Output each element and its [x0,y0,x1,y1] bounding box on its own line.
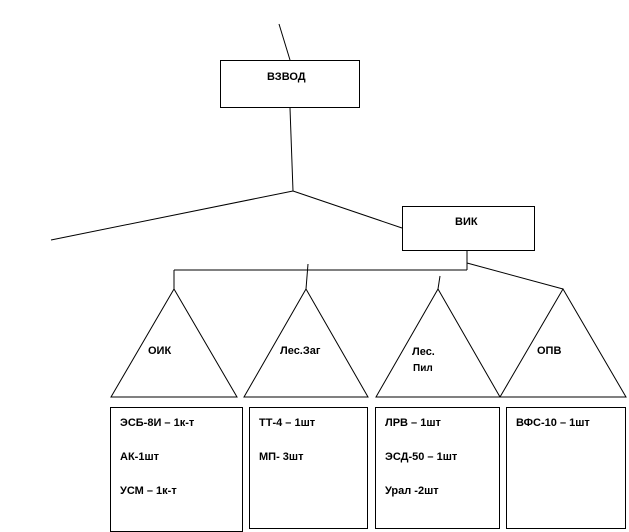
equipment-box-les-zag: ТТ-4 – 1шт МП- 3шт [249,407,368,529]
triangle-label-opv: ОПВ [537,345,562,357]
equipment-item: УСМ – 1к-т [120,485,177,497]
line-vzvod-to-junction [289,107,294,192]
line-top-stub [278,23,291,61]
equipment-box-les-pil: ЛРВ – 1шт ЭСД-50 – 1шт Урал -2шт [375,407,500,529]
line-junction-to-vik [292,190,403,229]
equipment-item: АК-1шт [120,451,159,463]
equipment-item: ВФС-10 – 1шт [516,417,590,429]
equipment-item: Урал -2шт [385,485,439,497]
triangle-label-les-pil-line2: Пил [413,363,433,374]
triangle-les-pil [375,287,501,398]
equipment-box-oik: ЭСБ-8И – 1к-т АК-1шт УСМ – 1к-т [110,407,243,532]
triangle-label-les-pil-line1: Лес. [412,346,435,358]
triangle-opv [499,288,627,398]
line-vik-to-opv [466,262,564,290]
line-junction-left [50,190,294,241]
triangle-les-zag [243,287,369,398]
line-stub-les-pil [437,275,441,290]
line-stub-les-zag [305,263,309,290]
platoon-box: ВЗВОД [220,60,360,108]
equipment-box-opv: ВФС-10 – 1шт [506,407,626,529]
equipment-item: ТТ-4 – 1шт [259,417,316,429]
triangle-label-oik: ОИК [148,345,172,357]
triangle-oik [110,288,238,398]
vik-box: ВИК [402,206,535,251]
triangle-label-les-zag: Лес.Заг [280,345,321,357]
equipment-item: ЭСД-50 – 1шт [385,451,458,463]
equipment-item: МП- 3шт [259,451,304,463]
vik-label: ВИК [455,216,478,228]
equipment-item: ЛРВ – 1шт [385,417,441,429]
equipment-item: ЭСБ-8И – 1к-т [120,417,195,429]
platoon-label: ВЗВОД [267,71,306,83]
